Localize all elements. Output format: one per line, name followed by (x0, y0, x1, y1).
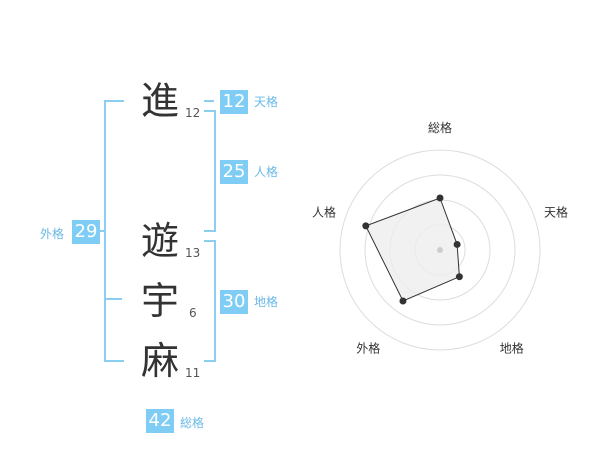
radar-point (453, 240, 461, 248)
tenkaku-label: 天格 (254, 95, 279, 109)
tenkaku-badge: 12 (220, 90, 248, 114)
radar-point (362, 222, 370, 230)
stroke-count-4: 11 (185, 366, 201, 380)
name-char-4: 麻 (141, 339, 180, 383)
radar-ring (339, 149, 541, 351)
gaikaku-badge: 29 (72, 220, 100, 244)
chikaku-label: 地格 (254, 295, 279, 309)
radar-points (362, 194, 463, 305)
stroke-count-1: 12 (185, 106, 201, 120)
name-char-3: 宇 (141, 279, 180, 323)
chikaku-badge: 30 (220, 290, 248, 314)
chikaku-bracket (204, 240, 216, 362)
gaikaku-bracket (104, 100, 124, 362)
radar-axis-label: 天格 (544, 204, 568, 219)
name-char-2: 遊 (141, 219, 180, 263)
radar-point (455, 273, 463, 281)
tenkaku-bracket (204, 100, 214, 102)
soukaku-label: 総格 (180, 416, 205, 430)
gaikaku-bracket-stub (98, 230, 106, 232)
jinkaku-bracket (204, 110, 216, 232)
stroke-count-3: 6 (189, 306, 197, 320)
radar-ring (364, 174, 516, 326)
stroke-count-2: 13 (185, 246, 201, 260)
jinkaku-badge: 25 (220, 160, 248, 184)
radar-point (436, 194, 444, 202)
radar-axis-label: 人格 (312, 204, 336, 219)
name-char-1: 進 (141, 79, 180, 123)
radar-axis-label: 外格 (356, 341, 380, 356)
gaikaku-label: 外格 (40, 227, 65, 241)
radar-point (399, 297, 407, 305)
gaikaku-bracket-tick (104, 298, 122, 300)
radar-center-dot (437, 247, 443, 253)
soukaku-badge: 42 (146, 409, 174, 433)
radar-area (365, 197, 460, 302)
jinkaku-label: 人格 (254, 165, 279, 179)
radar-axis-label: 総格 (428, 120, 452, 135)
radar-axis-label: 地格 (500, 341, 524, 356)
